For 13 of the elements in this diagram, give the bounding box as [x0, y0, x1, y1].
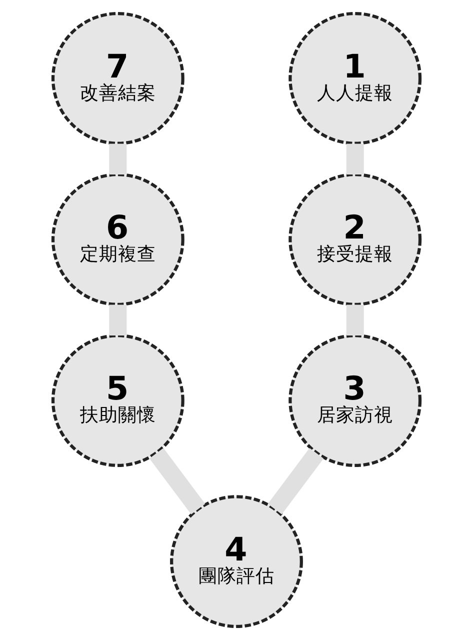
node-circle: 2 接受提報	[288, 173, 422, 306]
connector	[148, 448, 205, 514]
connector	[108, 144, 126, 174]
connector	[346, 144, 364, 174]
node-circle: 1 人人提報	[288, 12, 422, 145]
node-circle: 3 居家訪視	[288, 334, 422, 467]
node-circle: 6 定期複查	[50, 173, 184, 306]
connector	[108, 304, 126, 336]
connector	[346, 304, 364, 336]
node-circle: 5 扶助關懷	[50, 334, 184, 467]
connector	[267, 448, 324, 514]
node-circle: 7 改善結案	[50, 12, 184, 145]
node-circle: 4 團隊評估	[170, 495, 302, 628]
